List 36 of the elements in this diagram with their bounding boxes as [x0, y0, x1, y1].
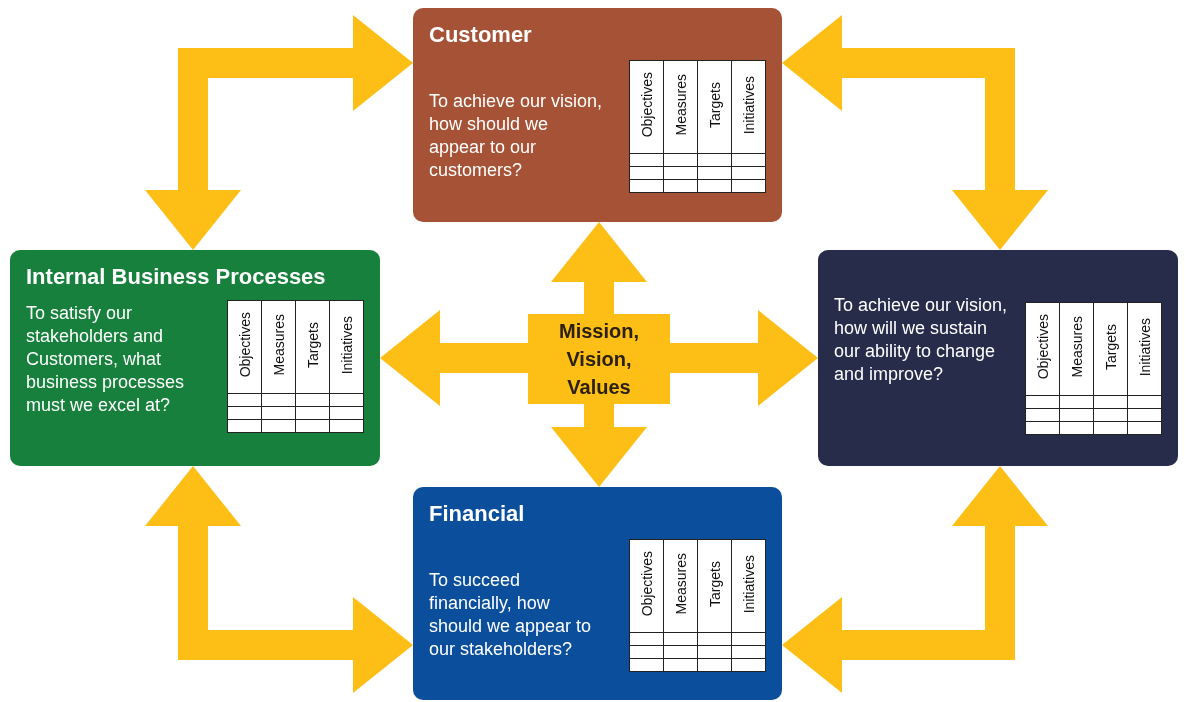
card-heading: Financial — [429, 501, 525, 527]
column-header: Targets — [1102, 324, 1119, 370]
question-text: To satisfy our stakeholders and Customers, what business processes must we excel at? — [26, 302, 186, 417]
arrow — [551, 222, 647, 314]
question-text: To succeed financially, how should we appear to our stakeholders? — [429, 569, 593, 661]
double-arrow — [145, 15, 413, 250]
column-header: Objectives — [1034, 314, 1051, 380]
column-header: Initiatives — [338, 315, 355, 375]
double-arrow — [782, 466, 1048, 693]
card-heading: Internal Business Processes — [26, 264, 326, 290]
card-heading: Customer — [429, 22, 532, 48]
perspective-card — [413, 487, 782, 700]
column-header: Targets — [706, 561, 723, 607]
perspective-card — [413, 8, 782, 222]
column-header: Initiatives — [740, 554, 757, 614]
arrow — [551, 404, 647, 487]
column-header: Initiatives — [1136, 317, 1153, 377]
double-arrow — [782, 15, 1048, 250]
column-header: Measures — [672, 553, 689, 615]
column-header: Measures — [672, 74, 689, 136]
question-text: To achieve our vision, how should we appear to our customers? — [429, 90, 604, 182]
question-text: To achieve our vision, how will we sustain our ability to change and improve? — [834, 294, 1009, 386]
column-header: Initiatives — [740, 75, 757, 135]
column-header: Measures — [270, 314, 287, 376]
column-header: Objectives — [638, 72, 655, 138]
column-header: Targets — [304, 322, 321, 368]
perspective-card — [818, 250, 1178, 466]
arrow — [380, 310, 528, 406]
column-header: Measures — [1068, 316, 1085, 378]
double-arrow — [145, 466, 413, 693]
hub-box: Mission, Vision, Values — [528, 314, 670, 404]
column-header: Targets — [706, 82, 723, 128]
perspective-card — [10, 250, 380, 466]
column-header: Objectives — [236, 312, 253, 378]
arrow — [670, 310, 818, 406]
column-header: Objectives — [638, 551, 655, 617]
